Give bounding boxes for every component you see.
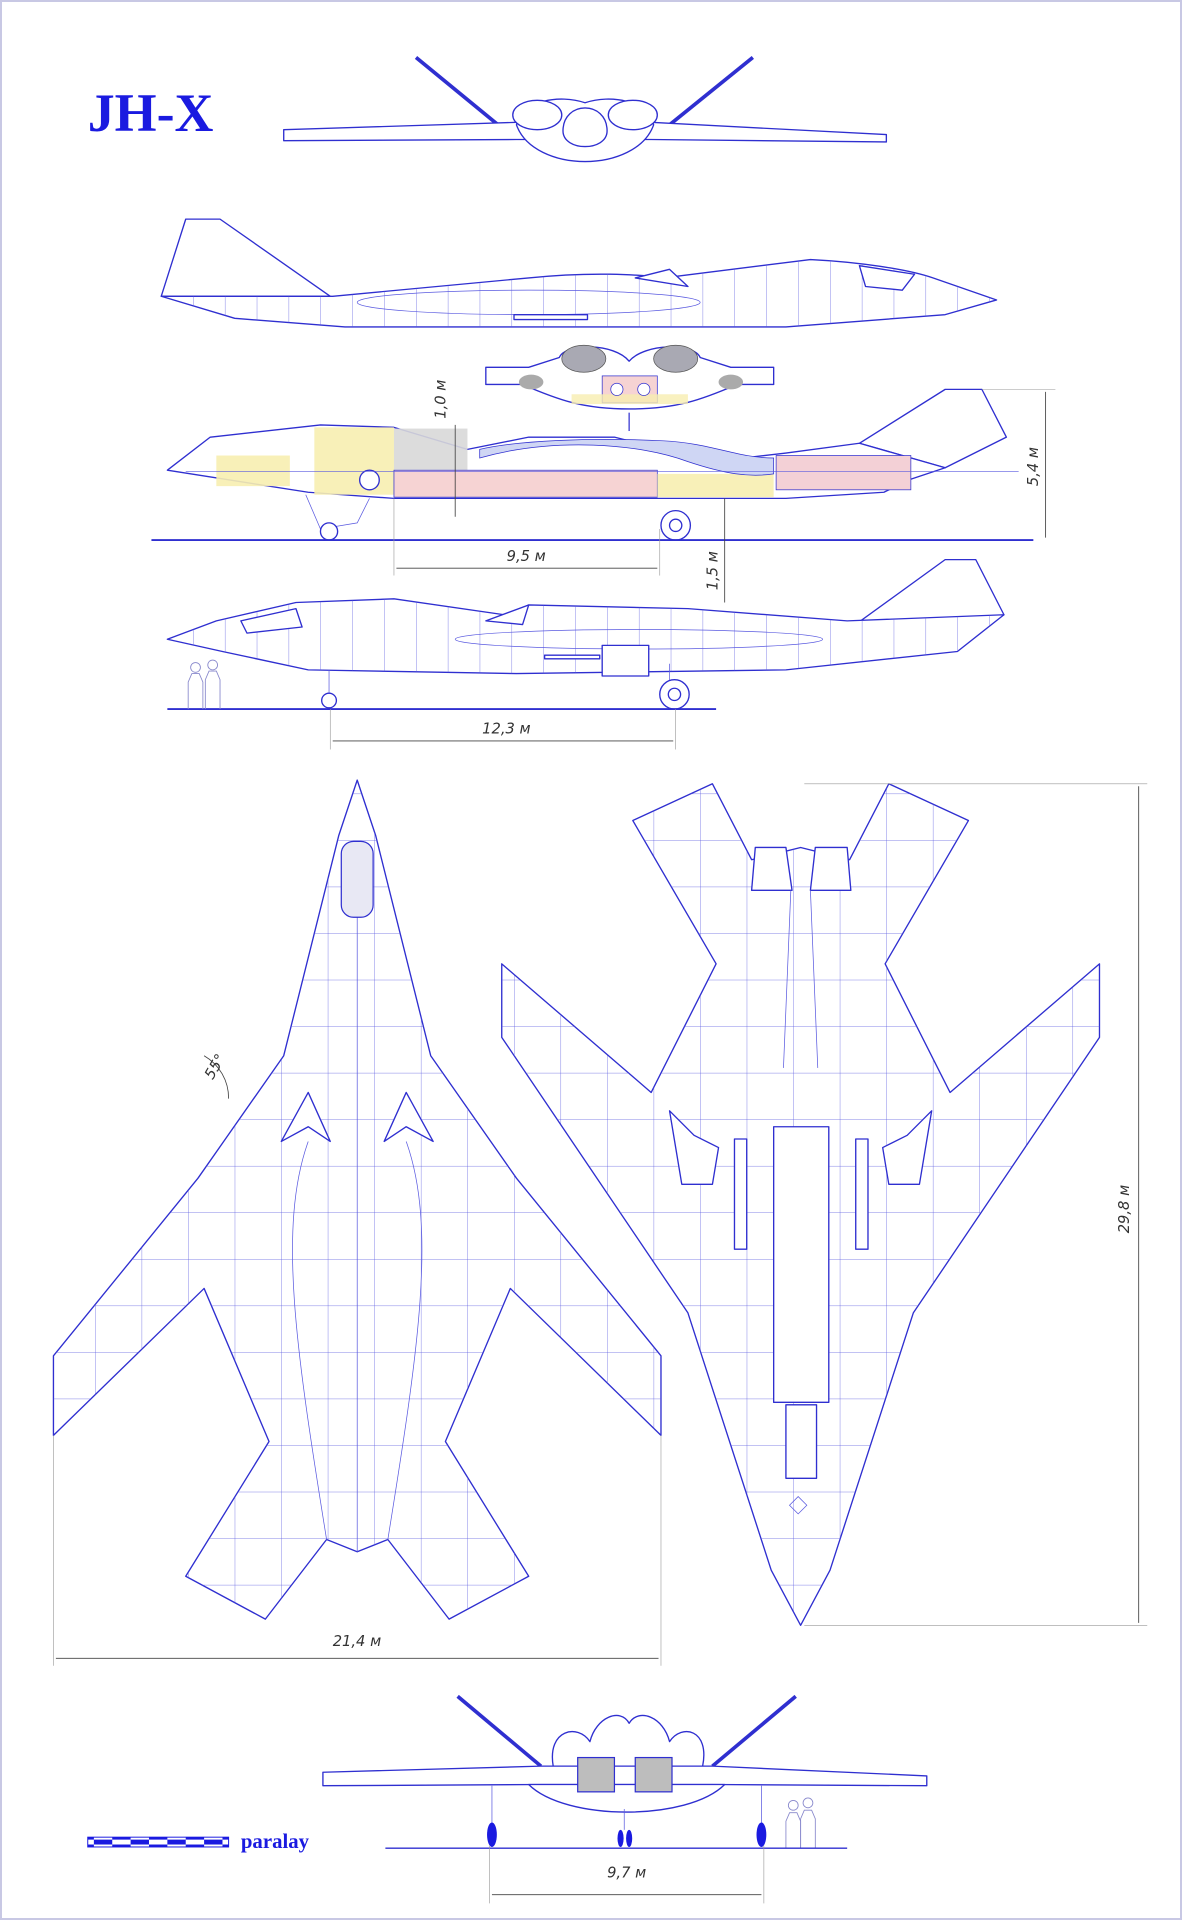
cross-section bbox=[485, 344, 775, 432]
cutaway-dimensions: 5,4 м 1,0 м 9,5 м 1,5 м bbox=[393, 380, 1056, 603]
front-view-bottom: 9,7 м bbox=[322, 1694, 928, 1904]
front-view-top bbox=[283, 56, 888, 163]
wingspan-dimension: 21,4 м bbox=[333, 1633, 381, 1650]
length-dimension: 29,8 м bbox=[1116, 1185, 1133, 1233]
wheelbase-dimension: 12,3 м bbox=[482, 721, 530, 738]
ground-clearance-dimension: 1,5 м bbox=[704, 551, 721, 590]
credit-label: paralay bbox=[241, 1829, 310, 1853]
human-scale-figures bbox=[187, 659, 221, 710]
top-view-planform: 55° 21,4 м bbox=[52, 779, 662, 1666]
side-cutaway-view bbox=[151, 388, 1034, 541]
sweep-angle-label: 55° bbox=[201, 1051, 229, 1082]
cutaway-wheelbase-dimension: 9,5 м bbox=[507, 548, 546, 565]
side-view-lower: 12,3 м bbox=[166, 558, 1005, 750]
height-dimension: 5,4 м bbox=[1025, 447, 1042, 486]
track-dimension: 9,7 м bbox=[607, 1865, 646, 1882]
fuselage-depth-dimension: 1,0 м bbox=[432, 380, 449, 419]
scale-bar bbox=[87, 1836, 230, 1848]
bottom-view-planform: 29,8 м bbox=[501, 783, 1148, 1626]
side-view-upper bbox=[160, 218, 998, 328]
drawing-title: JH-X bbox=[88, 83, 214, 143]
